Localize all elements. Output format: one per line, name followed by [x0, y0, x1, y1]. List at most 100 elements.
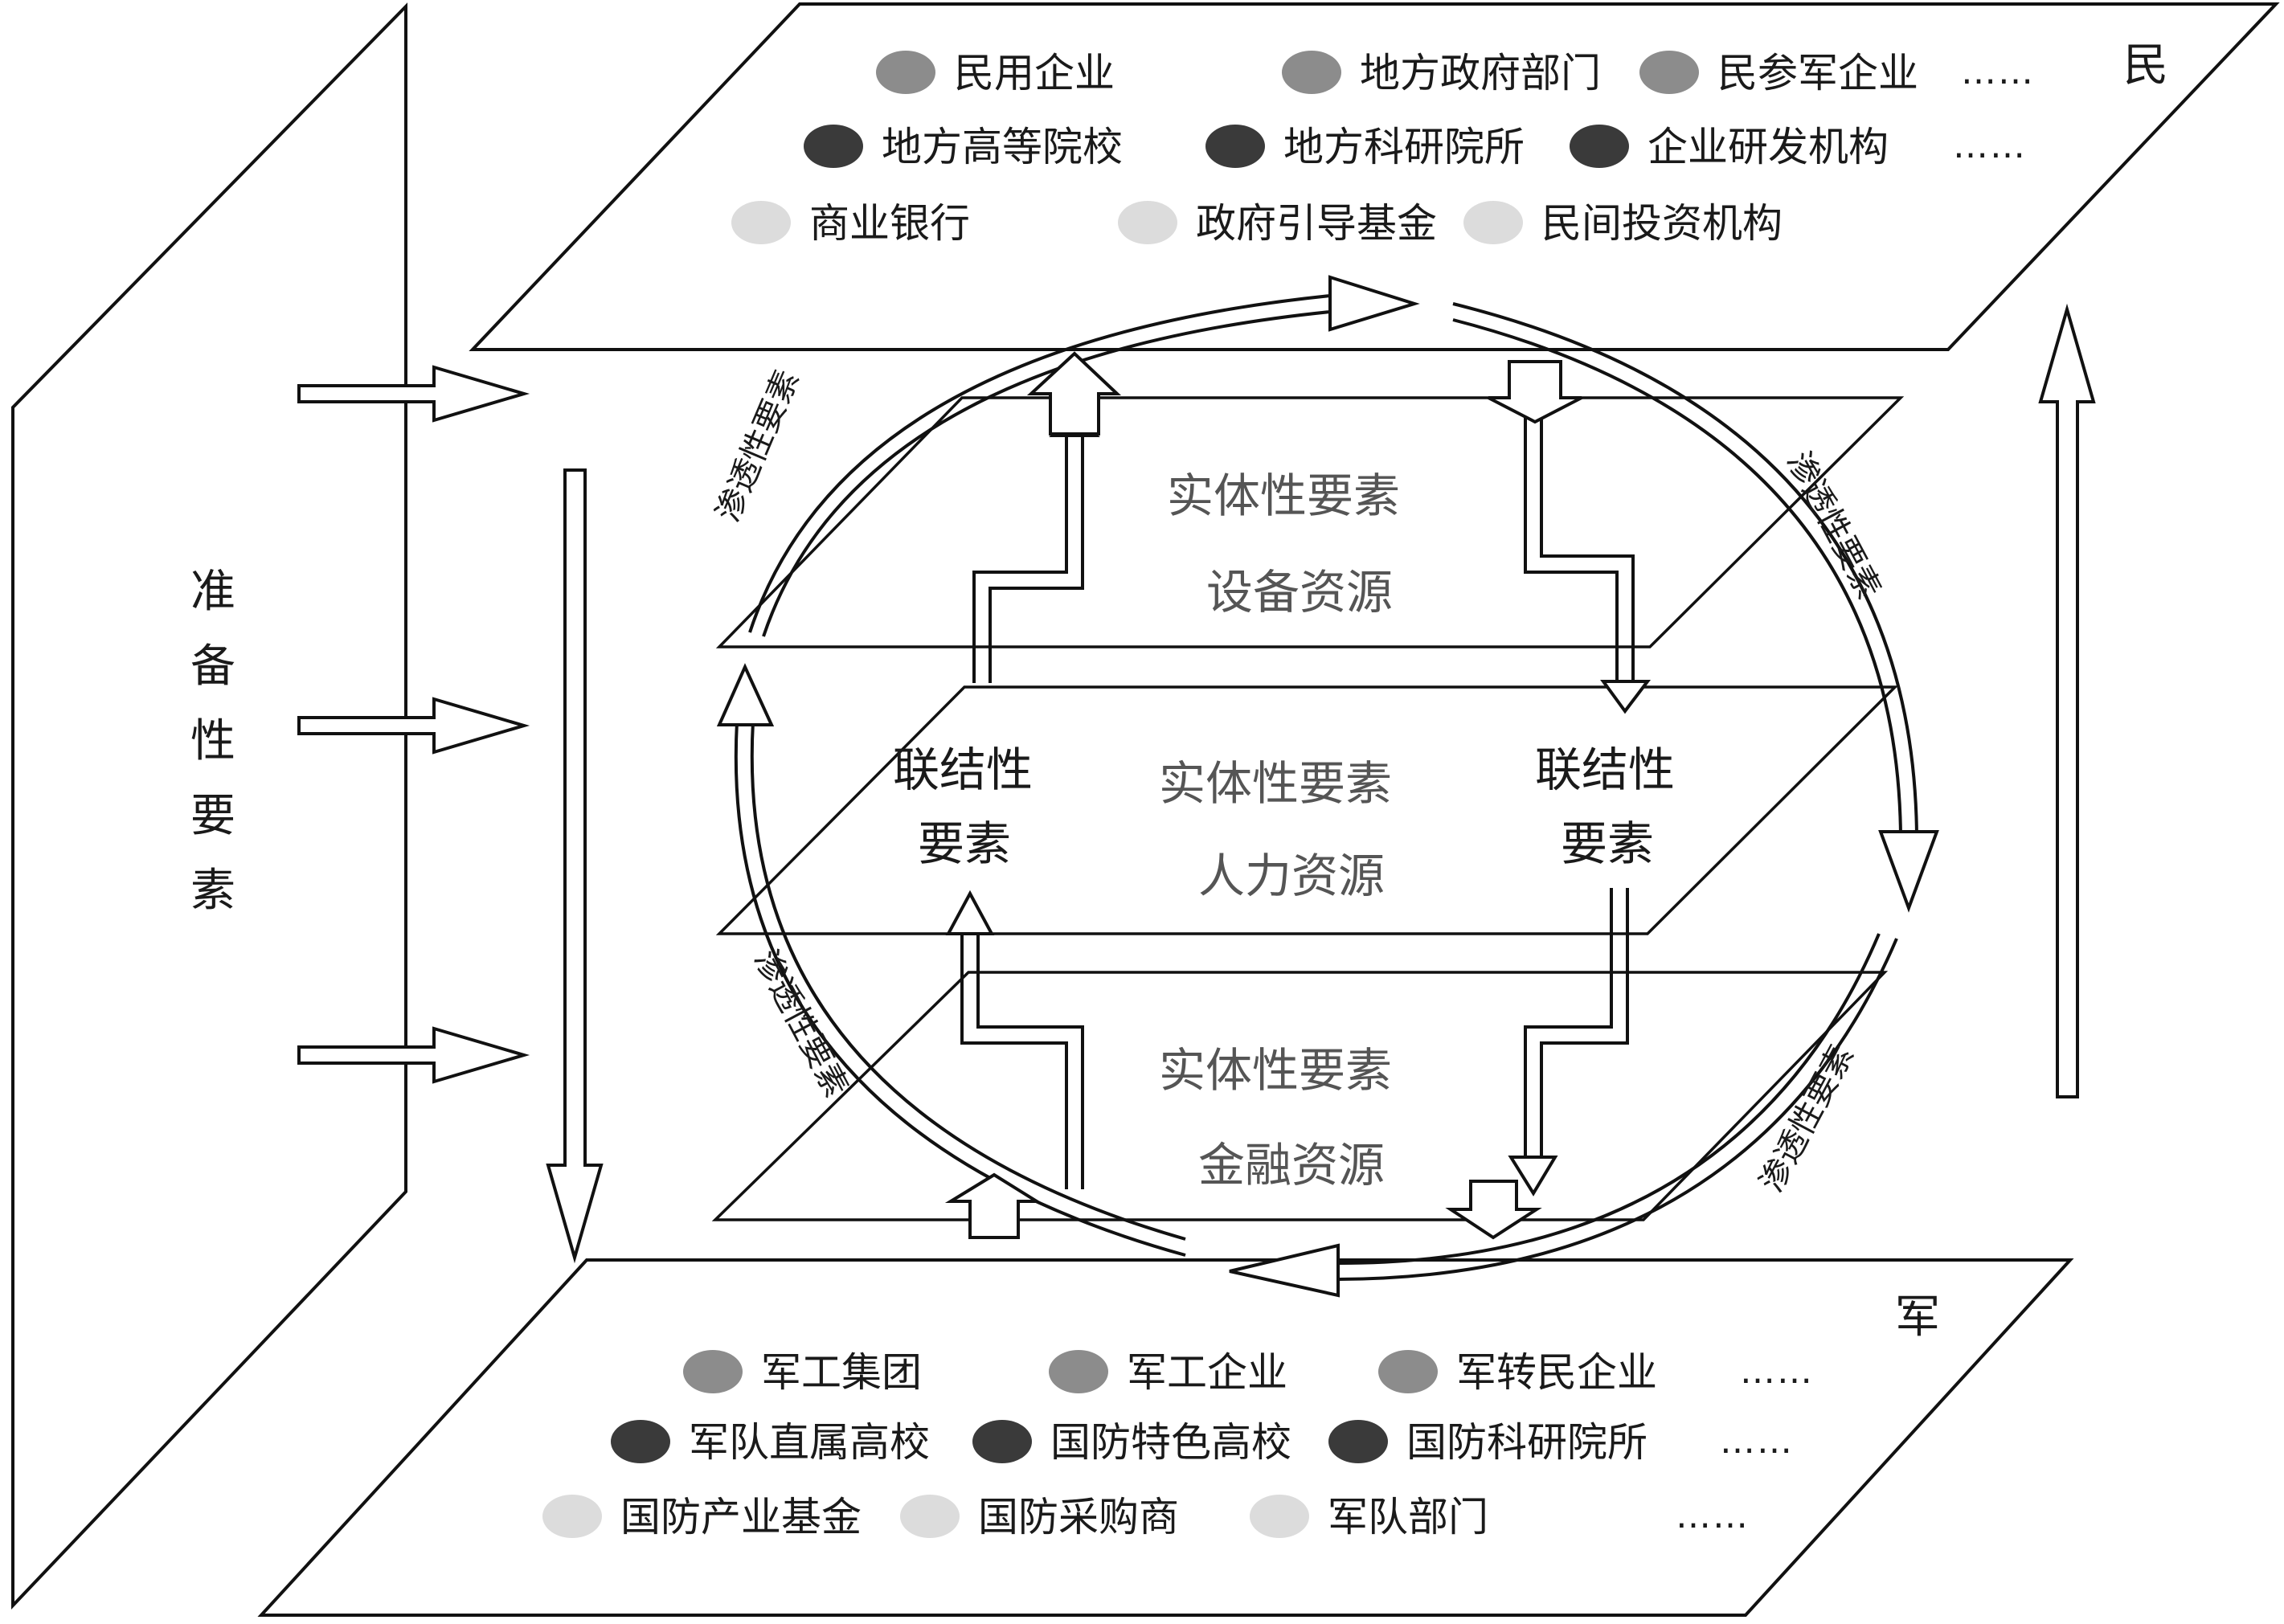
linking-left-line1: 联结性	[893, 742, 1033, 797]
linking-left: 联结性 要素	[893, 742, 1033, 871]
arc-arrowheads	[716, 275, 1939, 1298]
layer-title: 实体性要素	[1159, 756, 1392, 811]
flow-upper-right-a	[1524, 418, 1619, 681]
entity-dot	[900, 1495, 960, 1538]
entity-dot	[1205, 125, 1265, 168]
entity-dot	[1570, 125, 1629, 168]
layer-subtitle: 金融资源	[1198, 1138, 1385, 1192]
long-arrow-up-right	[2038, 303, 2096, 1098]
layer-subtitle: 人力资源	[1198, 849, 1385, 903]
entity-dot	[542, 1495, 602, 1538]
entity-more: ……	[1961, 51, 2035, 92]
prep-arrow-3	[297, 1026, 530, 1084]
entity-label: 民间投资机构	[1541, 200, 1783, 247]
entity-more: ……	[1676, 1495, 1750, 1536]
linking-right-line1: 联结性	[1535, 742, 1675, 797]
civil-plane-label: 民	[2123, 39, 2168, 92]
arc-bottom-left-outer	[734, 721, 1186, 1257]
entity-dot	[972, 1420, 1032, 1463]
layer-finance: 实体性要素 金融资源	[1159, 1043, 1392, 1192]
military-entity-list: 军工集团军工企业军转民企业……军队直属高校国防特色高校国防科研院所……国防产业基…	[542, 1349, 1814, 1540]
permeating-label-top-right: 渗透性要素	[1779, 446, 1888, 605]
entity-dot	[1282, 51, 1341, 94]
entity-label: 军工企业	[1127, 1349, 1287, 1396]
arc-arrowhead-right	[1878, 830, 1939, 913]
entity-label: 军队直属高校	[689, 1419, 930, 1466]
stair-arrowhead-upper-right	[1600, 680, 1652, 714]
arc-bottom-right-outer	[1337, 938, 1898, 1281]
entity-dot	[1378, 1350, 1438, 1393]
arc-top-right-inner	[1452, 318, 1902, 837]
vertical-arrows	[546, 303, 2096, 1264]
layer-finance-plane	[711, 971, 1889, 1221]
permeating-circular-flow	[734, 294, 1918, 1281]
arc-top-right-outer	[1452, 302, 1918, 837]
preparatory-char: 素	[190, 865, 235, 917]
stair-arrowhead-lower-left	[945, 890, 995, 935]
stair-arrowhead-lower-right	[1508, 1156, 1558, 1197]
preparatory-char: 性	[190, 715, 235, 767]
entity-label: 国防产业基金	[620, 1494, 862, 1540]
entity-dot	[1118, 201, 1177, 244]
entity-label: 军转民企业	[1456, 1349, 1657, 1396]
prep-arrow-2	[297, 697, 530, 755]
military-plane	[257, 1258, 2074, 1617]
linking-right-line2: 要素	[1561, 816, 1654, 871]
arc-bottom-left-inner	[750, 721, 1186, 1241]
preparatory-label: 准 备 性 要 素	[190, 566, 235, 917]
arc-arrowhead-left	[716, 663, 775, 726]
layer-equipment-plane	[715, 396, 1905, 648]
block-arrow-up-from-military	[944, 1172, 1042, 1239]
entity-label: 民用企业	[954, 50, 1115, 96]
entity-more: ……	[1740, 1351, 1814, 1392]
entity-label: 国防特色高校	[1050, 1419, 1291, 1466]
linking-right: 联结性 要素	[1535, 742, 1675, 871]
entity-more: ……	[1953, 125, 2027, 166]
long-arrow-down-left	[546, 468, 604, 1264]
flow-upper-left-a	[972, 434, 1068, 683]
flow-upper-right-b	[1540, 418, 1635, 681]
entity-label: 地方高等院校	[882, 124, 1123, 170]
civil-plane	[469, 2, 2280, 351]
preparatory-char: 要	[190, 790, 235, 842]
entity-label: 民参军企业	[1717, 50, 1918, 96]
block-arrows	[944, 351, 1582, 1240]
entity-dot	[683, 1350, 743, 1393]
military-plane-label: 军	[1895, 1291, 1940, 1344]
entity-label: 地方政府部门	[1360, 50, 1601, 96]
block-arrow-down-from-civil	[1488, 360, 1582, 424]
staircase-flows	[960, 418, 1635, 1189]
preparatory-plane	[11, 2, 407, 1610]
entity-label: 政府引导基金	[1196, 200, 1437, 247]
arc-arrowhead-top	[1328, 275, 1420, 332]
layer-equipment: 实体性要素 设备资源	[1167, 468, 1400, 620]
entity-dot	[1463, 201, 1523, 244]
prep-arrow-1	[297, 365, 530, 423]
flow-lower-left-b	[976, 932, 1084, 1189]
entity-label: 军队部门	[1328, 1494, 1488, 1540]
entity-label: 国防科研院所	[1406, 1419, 1648, 1466]
preparatory-arrows	[297, 365, 530, 1084]
arc-top-left-inner	[762, 310, 1331, 637]
arc-arrowhead-bottom	[1229, 1243, 1340, 1298]
entity-more: ……	[1720, 1421, 1794, 1462]
preparatory-char: 备	[190, 640, 235, 693]
entity-dot	[876, 51, 935, 94]
entity-dot	[731, 201, 791, 244]
entity-dot	[1250, 1495, 1309, 1538]
entity-dot	[804, 125, 863, 168]
entity-label: 地方科研院所	[1283, 124, 1525, 170]
layer-title: 实体性要素	[1159, 1043, 1392, 1098]
block-arrow-down-to-military	[1445, 1180, 1542, 1240]
arc-bottom-right-inner	[1337, 933, 1881, 1265]
linking-left-line2: 要素	[918, 816, 1011, 871]
flow-lower-right-a	[1524, 888, 1613, 1157]
layer-title: 实体性要素	[1167, 468, 1400, 523]
civil-entity-list: 民用企业地方政府部门民参军企业……地方高等院校地方科研院所企业研发机构……商业银…	[731, 50, 2035, 247]
flow-lower-right-b	[1540, 888, 1629, 1157]
layer-human-plane	[715, 685, 1899, 935]
flow-lower-left-a	[960, 932, 1068, 1189]
permeating-label-top-left: 渗透性要素	[710, 365, 806, 527]
entity-label: 商业银行	[809, 200, 970, 247]
